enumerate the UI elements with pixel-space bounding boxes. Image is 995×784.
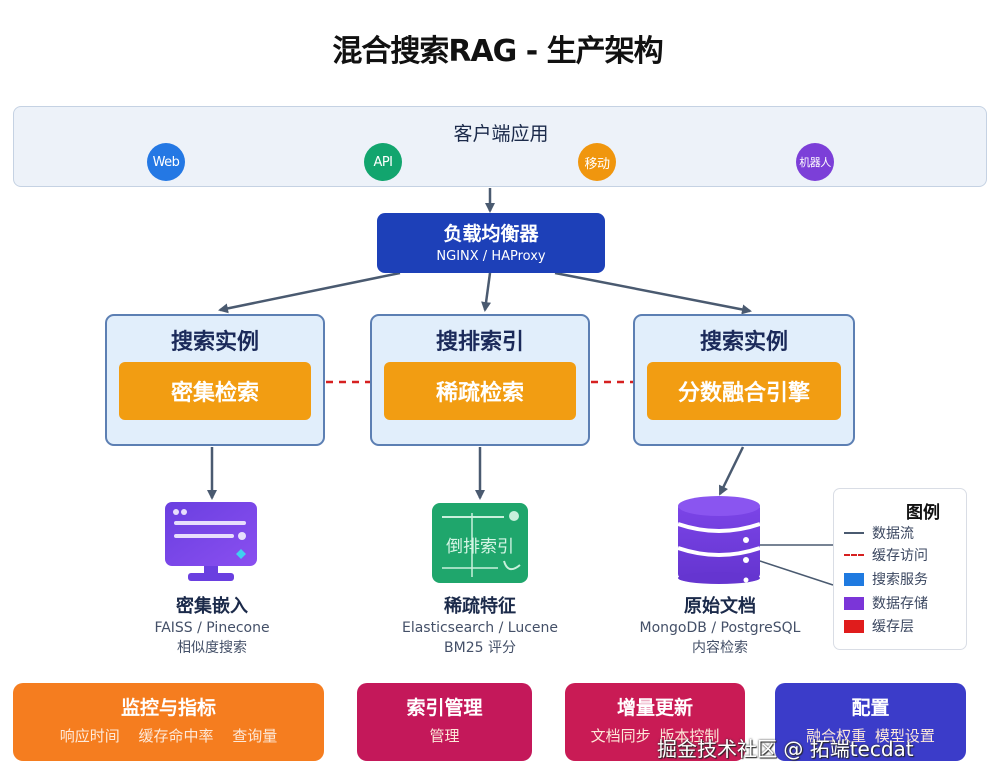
panel-monitoring: 监控与指标 响应时间 缓存命中率 查询量: [13, 683, 324, 761]
legend-item-data-flow: 数据流: [844, 523, 914, 543]
panel-title: 索引管理: [406, 697, 483, 719]
panel-subtitle: 管理: [429, 727, 460, 745]
arrow-lb-to-instance-3: [554, 271, 752, 315]
dashed-line-icon: [844, 554, 864, 556]
legend-label: 数据存储: [872, 596, 928, 612]
purple-swatch-icon: [844, 596, 864, 610]
instance-title: 搜索实例: [170, 330, 259, 355]
store-title: 密集嵌入: [176, 596, 248, 617]
panel-subtitle: 文档同步 版本控制: [590, 727, 720, 745]
arrow-lb-to-instance-1: [218, 271, 401, 314]
load-balancer-node: 负载均衡器 NGINX / HAProxy: [377, 213, 605, 273]
panel-subtitle: 响应时间 缓存命中率 查询量: [59, 727, 278, 745]
legend-title: 图例: [906, 503, 940, 523]
search-instance-fusion: 搜索实例 分数融合引擎: [633, 314, 855, 446]
store-tech: FAISS / Pinecone: [154, 620, 270, 636]
store-tech: Elasticsearch / Lucene: [401, 620, 559, 636]
solid-line-icon: [844, 532, 864, 534]
legend-item-cache-layer: 缓存层: [844, 616, 914, 636]
store-dense-embeddings: 密集嵌入 FAISS / Pinecone 相似度搜索: [112, 592, 312, 658]
database-icon: [677, 496, 761, 584]
client-chip-mobile: 移动: [578, 143, 616, 181]
legend-item-data-storage: 数据存储: [844, 593, 928, 613]
search-instance-sparse: 搜排索引 稀疏检索: [370, 314, 590, 446]
panel-title: 监控与指标: [120, 697, 216, 719]
panel-title: 配置: [851, 697, 890, 719]
panel-configuration: 配置 融合权重 模型设置: [775, 683, 966, 761]
legend-label: 搜索服务: [872, 572, 928, 588]
instance-core: 稀疏检索: [384, 362, 576, 420]
load-balancer-title: 负载均衡器: [443, 223, 539, 245]
store-title: 稀疏特征: [444, 596, 516, 617]
store-title: 原始文档: [684, 596, 756, 617]
store-raw-documents: 原始文档 MongoDB / PostgreSQL 内容检索: [615, 592, 825, 658]
monitor-icon: [165, 502, 257, 581]
client-apps-title: 客户端应用: [453, 123, 549, 145]
blue-swatch-icon: [844, 572, 864, 586]
store-desc: BM25 评分: [444, 640, 516, 656]
inverted-index-icon: 倒排索引: [432, 503, 528, 583]
db-to-legend-line-2: [759, 560, 834, 586]
store-tech: MongoDB / PostgreSQL: [639, 620, 801, 636]
legend-label: 数据流: [872, 526, 914, 542]
inverted-index-label: 倒排索引: [446, 537, 514, 557]
legend-label: 缓存访问: [872, 548, 928, 564]
panel-title: 增量更新: [616, 697, 693, 719]
legend-item-cache-access: 缓存访问: [844, 545, 928, 565]
arrow-instance-3-to-store: [718, 446, 745, 496]
instance-title: 搜索实例: [699, 330, 788, 355]
red-swatch-icon: [844, 619, 864, 633]
instance-title: 搜排索引: [435, 330, 524, 355]
legend: 图例 数据流 缓存访问 搜索服务 数据存储 缓存层: [833, 488, 967, 650]
panel-subtitle: 融合权重 模型设置: [806, 727, 935, 745]
client-chip-robot: 机器人: [796, 143, 834, 181]
store-desc: 相似度搜索: [177, 640, 247, 656]
diagram-title: 混合搜索RAG - 生产架构: [332, 34, 663, 69]
search-instance-dense: 搜索实例 密集检索: [105, 314, 325, 446]
watermark: 掘金技术社区 @ 拓端tecdat: [657, 737, 914, 761]
panel-index-management: 索引管理 管理: [357, 683, 532, 761]
panel-incremental-update: 增量更新 文档同步 版本控制: [565, 683, 745, 761]
client-apps-panel: 客户端应用 Web API 移动 机器人: [13, 106, 987, 187]
store-desc: 内容检索: [692, 640, 748, 656]
client-chip-api: API: [364, 143, 402, 181]
store-sparse-features: 稀疏特征 Elasticsearch / Lucene BM25 评分: [370, 592, 590, 658]
instance-core: 密集检索: [119, 362, 311, 420]
legend-label: 缓存层: [872, 619, 914, 635]
index-decoration: [442, 511, 521, 577]
legend-item-search-service: 搜索服务: [844, 569, 928, 589]
client-chip-web: Web: [147, 143, 185, 181]
instance-core: 分数融合引擎: [647, 362, 841, 420]
load-balancer-subtitle: NGINX / HAProxy: [436, 249, 546, 264]
arrow-lb-to-instance-2: [481, 272, 492, 312]
